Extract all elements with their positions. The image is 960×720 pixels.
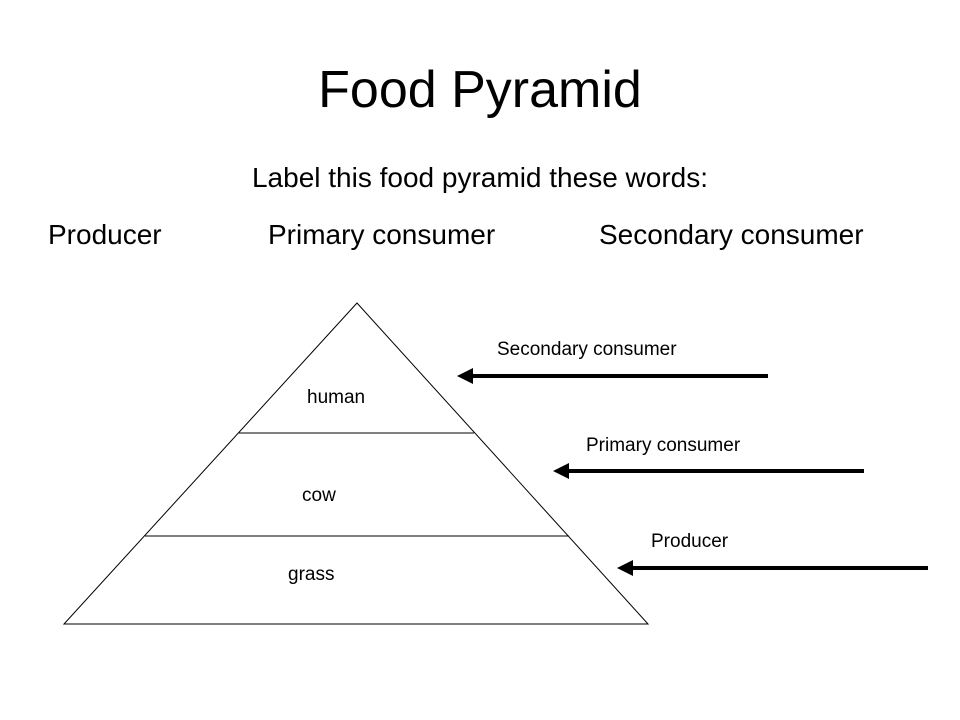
- arrowhead-icon: [457, 368, 473, 384]
- level-organism-cow: cow: [302, 485, 336, 506]
- level-label-secondary-consumer: Secondary consumer: [497, 339, 677, 360]
- arrowhead-icon: [617, 560, 633, 576]
- word-bank-producer: Producer: [48, 219, 162, 250]
- level-label-primary-consumer: Primary consumer: [586, 435, 741, 456]
- page-title: Food Pyramid: [318, 61, 642, 119]
- word-bank-primary-consumer: Primary consumer: [268, 219, 496, 250]
- word-bank-secondary-consumer: Secondary consumer: [599, 219, 864, 250]
- arrowhead-icon: [553, 463, 569, 479]
- arrow-producer: [617, 560, 928, 576]
- arrow-primary-consumer: [553, 463, 864, 479]
- level-organism-human: human: [307, 387, 365, 408]
- arrow-secondary-consumer: [457, 368, 768, 384]
- level-label-producer: Producer: [651, 531, 729, 552]
- instruction-text: Label this food pyramid these words:: [251, 162, 709, 193]
- pyramid-outline: [62, 302, 650, 625]
- level-organism-grass: grass: [288, 564, 334, 585]
